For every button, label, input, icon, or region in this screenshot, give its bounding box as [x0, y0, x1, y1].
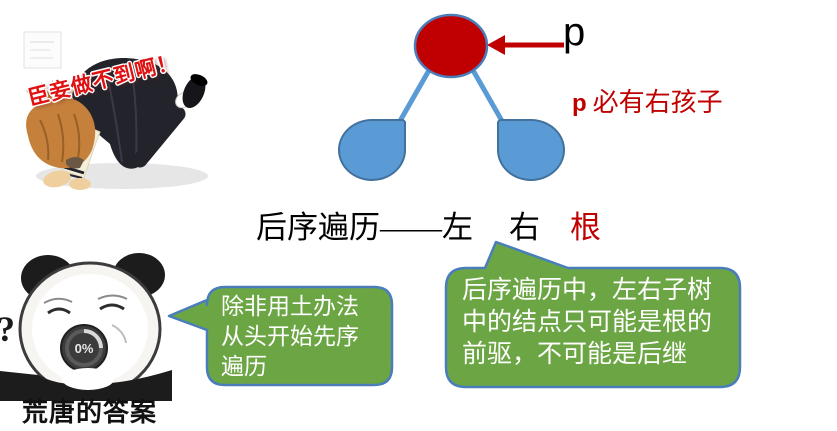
hair — [26, 97, 96, 169]
headline: 后序遍历——左 右根 — [256, 202, 601, 247]
ponytail — [26, 80, 63, 110]
progress-badge: 0% — [60, 324, 108, 372]
meme-panda-image: 0% ? — [0, 253, 172, 401]
bubble-left-line: 遍历 — [221, 354, 267, 379]
panda-caption: 荒唐的答案 — [22, 397, 158, 427]
binary-tree-diagram — [397, 13, 505, 124]
pointer-label: p — [563, 10, 586, 54]
right-subtree-shape — [497, 119, 565, 181]
meme-girl-image: 臣妾做不到啊！ — [10, 10, 225, 205]
bubble-right-line: 后序遍历中，左右子树 — [462, 277, 713, 304]
headline-root: 根 — [570, 210, 601, 245]
question-mark: ? — [0, 309, 15, 349]
bubble-left-line: 除非用土办法 — [221, 294, 359, 319]
tree-edge-left — [397, 69, 431, 124]
panda-eye — [47, 307, 71, 315]
headline-right: 右 — [509, 210, 540, 245]
meme-girl-illustration — [23, 31, 208, 190]
leg — [132, 106, 186, 168]
note-p: p — [572, 90, 587, 117]
bubble-left-text: 除非用土办法 从头开始先序 遍历 — [221, 292, 359, 382]
headline-main: 后序遍历——左 — [256, 210, 473, 245]
left-subtree-shape — [338, 119, 406, 181]
hand — [69, 178, 91, 190]
speech-bubble-left — [167, 285, 394, 387]
paper-note — [23, 31, 62, 69]
bubble-right-text: 后序遍历中，左右子树 中的结点只可能是根的 前驱，不可能是后继 — [462, 275, 712, 371]
hand — [43, 170, 71, 188]
tree-edge-right — [471, 69, 505, 124]
bubble-right-line: 中的结点只可能是根的 — [462, 309, 713, 336]
panda-eye — [99, 303, 125, 311]
root-node — [413, 13, 489, 79]
progress-value: 0% — [75, 341, 94, 356]
note-text: 必有右孩子 — [592, 88, 723, 117]
pointer-arrow-icon — [487, 35, 564, 55]
bubble-right-line: 前驱，不可能是后继 — [462, 341, 688, 368]
bubble-left-line: 从头开始先序 — [221, 324, 359, 349]
speech-bubble-right — [444, 240, 742, 389]
